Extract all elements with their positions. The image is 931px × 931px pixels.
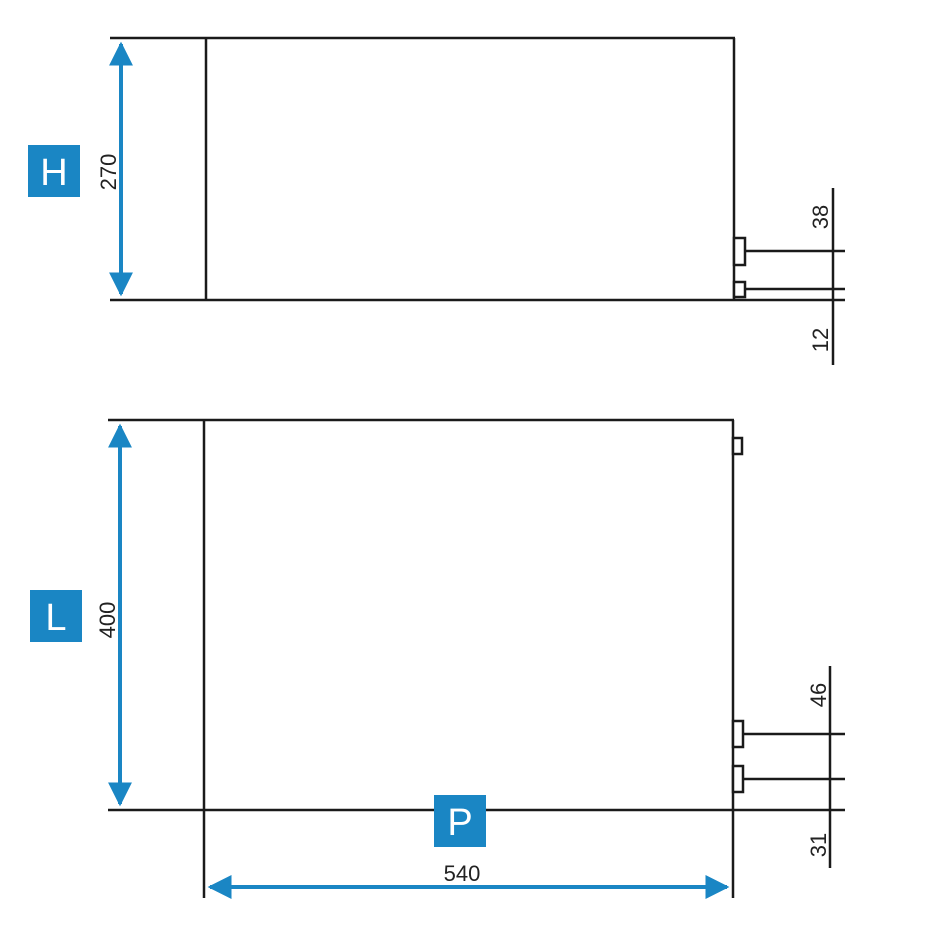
label-h: H [40, 152, 67, 194]
dim-12: 12 [808, 328, 833, 352]
top-tab [731, 436, 744, 456]
bottom-view: 46 31 400 L P 540 [30, 418, 845, 899]
label-h-badge [28, 145, 80, 197]
top-view: 38 12 270 H [28, 36, 845, 365]
dim-270: 270 [96, 154, 121, 191]
connector-upper [731, 719, 745, 749]
connector-lower [732, 280, 747, 299]
dim-31: 31 [806, 833, 831, 857]
label-l-badge [30, 590, 82, 642]
label-l: L [45, 597, 66, 639]
label-p: P [447, 802, 472, 844]
dim-46: 46 [806, 683, 831, 707]
label-p-badge [434, 795, 486, 847]
dim-540: 540 [444, 861, 481, 886]
connector-lower [731, 764, 745, 794]
connector-upper [732, 236, 747, 267]
dim-38: 38 [808, 205, 833, 229]
dim-400: 400 [95, 602, 120, 639]
